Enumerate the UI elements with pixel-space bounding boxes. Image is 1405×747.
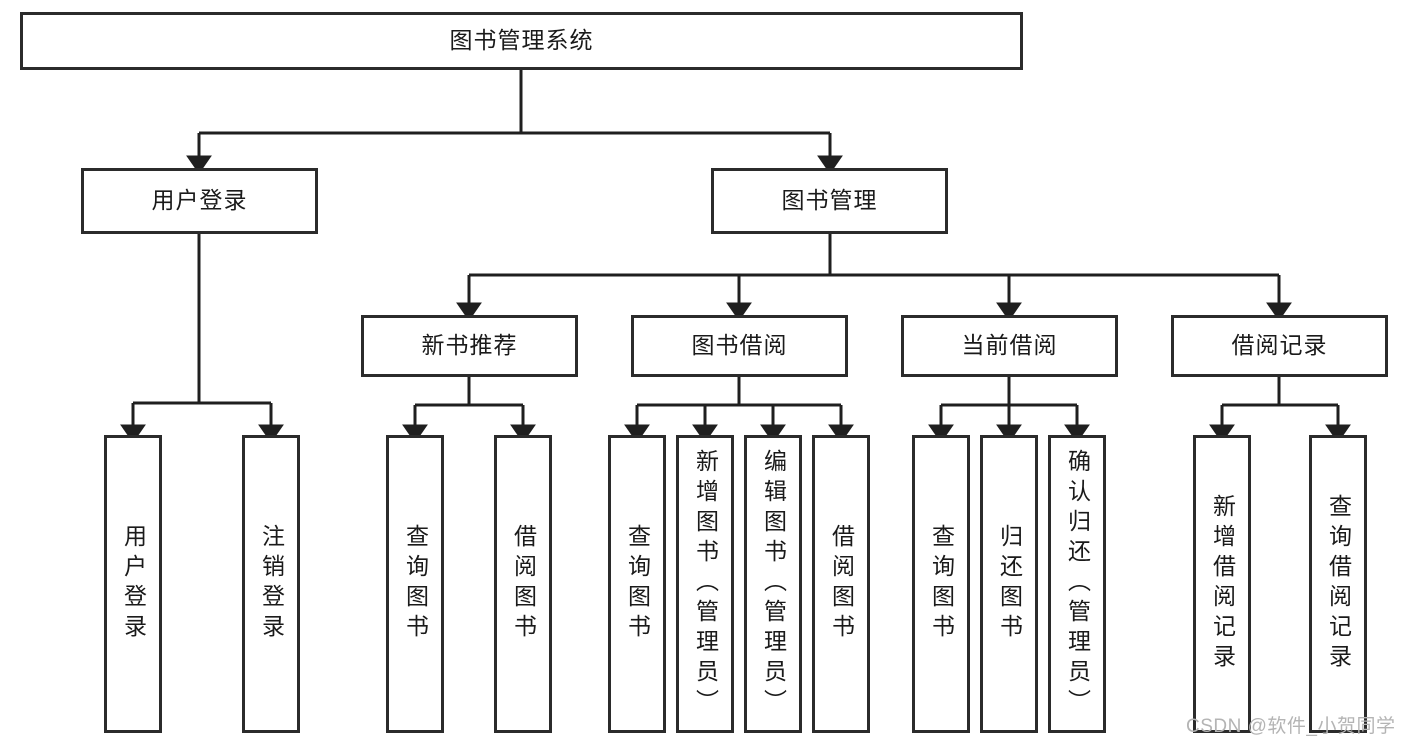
leaf-borrow-add-book-admin[interactable]: 新增图书（管理员） [676,435,734,733]
node-label: 借阅图书 [828,524,855,644]
leaf-borrow-query-book[interactable]: 查询图书 [608,435,666,733]
node-new-book-recommend[interactable]: 新书推荐 [361,315,578,377]
node-label: 确认归还（管理员） [1064,449,1091,719]
node-borrow-record[interactable]: 借阅记录 [1171,315,1388,377]
node-label: 图书借阅 [691,332,788,359]
node-label: 借阅图书 [510,524,537,644]
node-label: 归还图书 [996,524,1023,644]
node-label: 新增图书（管理员） [692,449,719,719]
node-label: 新增借阅记录 [1209,494,1236,674]
leaf-current-return-book[interactable]: 归还图书 [980,435,1038,733]
node-root-system[interactable]: 图书管理系统 [20,12,1023,70]
leaf-record-add-record[interactable]: 新增借阅记录 [1193,435,1251,733]
leaf-record-query-record[interactable]: 查询借阅记录 [1309,435,1367,733]
node-user-login[interactable]: 用户登录 [81,168,318,234]
node-label: 新书推荐 [421,332,518,359]
node-label: 编辑图书（管理员） [760,449,787,719]
node-label: 图书管理系统 [449,27,594,54]
leaf-borrow-edit-book-admin[interactable]: 编辑图书（管理员） [744,435,802,733]
leaf-current-confirm-return-admin[interactable]: 确认归还（管理员） [1048,435,1106,733]
leaf-borrow-borrow-book[interactable]: 借阅图书 [812,435,870,733]
node-label: 查询图书 [928,524,955,644]
node-label: 查询图书 [402,524,429,644]
node-label: 图书管理 [781,187,878,214]
leaf-recommend-query-book[interactable]: 查询图书 [386,435,444,733]
node-label: 当前借阅 [961,332,1058,359]
node-book-borrow[interactable]: 图书借阅 [631,315,848,377]
node-current-borrow[interactable]: 当前借阅 [901,315,1118,377]
node-label: 借阅记录 [1231,332,1328,359]
leaf-user-login-signout[interactable]: 注销登录 [242,435,300,733]
node-label: 查询图书 [624,524,651,644]
node-label: 用户登录 [120,524,147,644]
leaf-current-query-book[interactable]: 查询图书 [912,435,970,733]
csdn-watermark: CSDN @软件_小贺同学 [1186,716,1396,737]
node-book-management[interactable]: 图书管理 [711,168,948,234]
leaf-user-login-signin[interactable]: 用户登录 [104,435,162,733]
leaf-recommend-borrow-book[interactable]: 借阅图书 [494,435,552,733]
node-label: 用户登录 [151,187,248,214]
node-label: 查询借阅记录 [1325,494,1352,674]
node-label: 注销登录 [258,524,285,644]
